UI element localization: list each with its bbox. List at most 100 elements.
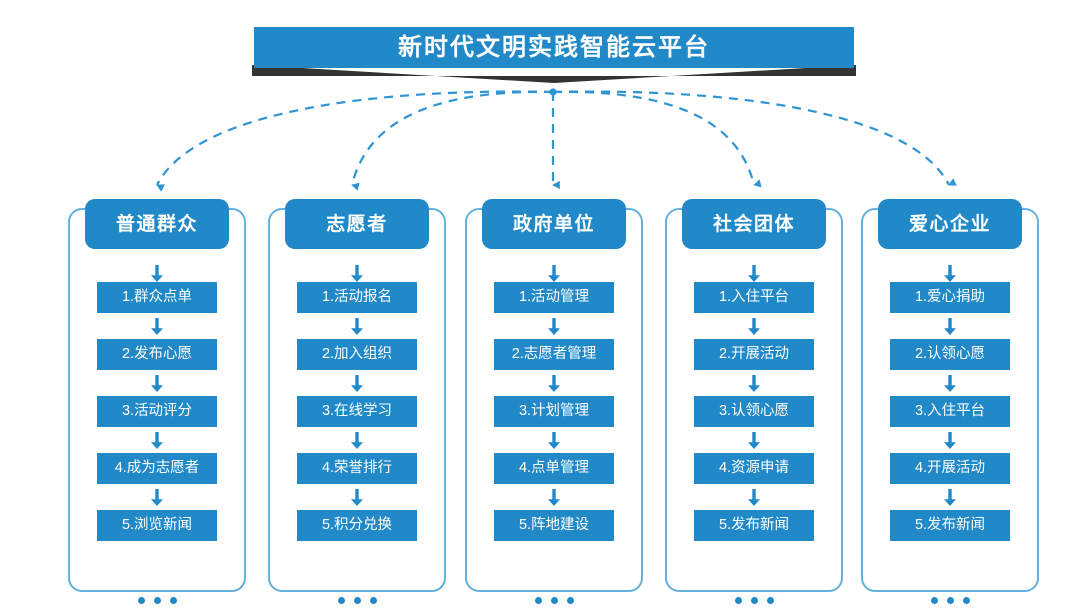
more-items-ellipsis	[465, 597, 643, 604]
step-box[interactable]: 2.志愿者管理	[494, 339, 614, 370]
ellipsis-dot	[734, 597, 742, 604]
step-box[interactable]: 3.在线学习	[297, 396, 417, 427]
ellipsis-dot	[369, 597, 377, 604]
banner-ribbon-shadow	[252, 65, 856, 83]
step-box[interactable]: 2.发布心愿	[97, 339, 217, 370]
ellipsis-dot	[566, 597, 574, 604]
step-label: 3.在线学习	[321, 403, 393, 420]
arrow-down-icon	[548, 265, 560, 282]
arrow-down-icon	[548, 318, 560, 335]
step-box[interactable]: 4.点单管理	[494, 453, 614, 484]
arrow-down-icon	[748, 489, 760, 506]
step-label: 2.加入组织	[321, 346, 393, 363]
step-box[interactable]: 1.爱心捐助	[890, 282, 1010, 313]
step-box[interactable]: 4.荣誉排行	[297, 453, 417, 484]
arrow-down-icon	[151, 265, 163, 282]
step-box[interactable]: 1.入住平台	[694, 282, 814, 313]
step-box[interactable]: 3.认领心愿	[694, 396, 814, 427]
step-label: 5.浏览新闻	[121, 517, 193, 534]
step-label: 2.志愿者管理	[511, 346, 597, 363]
more-items-ellipsis	[268, 597, 446, 604]
more-items-ellipsis	[68, 597, 246, 604]
step-box[interactable]: 4.成为志愿者	[97, 453, 217, 484]
arrow-down-icon	[351, 489, 363, 506]
column-header-3[interactable]: 政府单位	[482, 199, 626, 249]
step-label: 1.爱心捐助	[914, 289, 986, 306]
step-label: 5.积分兑换	[321, 517, 393, 534]
role-column-社会团体: 社会团体 1.入住平台 2.开展活动 3.认领心	[665, 199, 843, 604]
arrow-down-icon	[351, 375, 363, 392]
step-box[interactable]: 5.发布新闻	[694, 510, 814, 541]
arrow-down-icon	[944, 265, 956, 282]
step-box[interactable]: 2.认领心愿	[890, 339, 1010, 370]
ellipsis-dot	[946, 597, 954, 604]
column-steps: 1.群众点单 2.发布心愿 3.活动评分 4.成为志愿者	[68, 249, 246, 604]
column-header-4[interactable]: 社会团体	[682, 199, 826, 249]
platform-title-bar: 新时代文明实践智能云平台	[254, 27, 854, 68]
arrow-down-icon	[748, 318, 760, 335]
step-label: 5.阵地建设	[518, 517, 590, 534]
step-box[interactable]: 1.群众点单	[97, 282, 217, 313]
ellipsis-dot	[534, 597, 542, 604]
column-header-label: 爱心企业	[908, 213, 991, 235]
step-label: 5.发布新闻	[914, 517, 986, 534]
ellipsis-dot	[137, 597, 145, 604]
step-label: 5.发布新闻	[718, 517, 790, 534]
step-box[interactable]: 3.入住平台	[890, 396, 1010, 427]
step-box[interactable]: 2.加入组织	[297, 339, 417, 370]
ellipsis-dot	[750, 597, 758, 604]
arrow-down-icon	[748, 375, 760, 392]
step-box[interactable]: 5.阵地建设	[494, 510, 614, 541]
step-label: 4.资源申请	[718, 460, 790, 477]
step-box[interactable]: 4.开展活动	[890, 453, 1010, 484]
step-label: 2.认领心愿	[914, 346, 986, 363]
step-box[interactable]: 5.浏览新闻	[97, 510, 217, 541]
column-header-1[interactable]: 普通群众	[85, 199, 229, 249]
step-box[interactable]: 3.活动评分	[97, 396, 217, 427]
step-label: 1.活动管理	[518, 289, 590, 306]
arrow-down-icon	[944, 318, 956, 335]
step-box[interactable]: 4.资源申请	[694, 453, 814, 484]
ellipsis-dot	[153, 597, 161, 604]
step-label: 4.开展活动	[914, 460, 986, 477]
step-label: 1.入住平台	[718, 289, 790, 306]
role-column-政府单位: 政府单位 1.活动管理 2.志愿者管理 3.计划	[465, 199, 643, 604]
step-box[interactable]: 2.开展活动	[694, 339, 814, 370]
step-box[interactable]: 5.积分兑换	[297, 510, 417, 541]
arrow-down-icon	[351, 318, 363, 335]
column-header-5[interactable]: 爱心企业	[878, 199, 1022, 249]
column-header-label: 政府单位	[512, 213, 595, 235]
ellipsis-dot	[930, 597, 938, 604]
step-box[interactable]: 5.发布新闻	[890, 510, 1010, 541]
arrow-down-icon	[748, 265, 760, 282]
arrow-down-icon	[548, 489, 560, 506]
column-steps: 1.活动报名 2.加入组织 3.在线学习 4.荣誉排行	[268, 249, 446, 604]
arrow-down-icon	[548, 375, 560, 392]
step-box[interactable]: 1.活动管理	[494, 282, 614, 313]
step-label: 2.发布心愿	[121, 346, 193, 363]
ellipsis-dot	[962, 597, 970, 604]
ellipsis-dot	[337, 597, 345, 604]
arrow-down-icon	[151, 318, 163, 335]
step-label: 3.计划管理	[518, 403, 590, 420]
arrow-down-icon	[351, 432, 363, 449]
ellipsis-dot	[550, 597, 558, 604]
step-box[interactable]: 3.计划管理	[494, 396, 614, 427]
more-items-ellipsis	[665, 597, 843, 604]
ellipsis-dot	[766, 597, 774, 604]
column-header-2[interactable]: 志愿者	[285, 199, 429, 249]
step-box[interactable]: 1.活动报名	[297, 282, 417, 313]
role-column-爱心企业: 爱心企业 1.爱心捐助 2.认领心愿 3.入住平	[861, 199, 1039, 604]
step-label: 4.荣誉排行	[321, 460, 393, 477]
column-steps: 1.入住平台 2.开展活动 3.认领心愿 4.资源申请	[665, 249, 843, 604]
ellipsis-dot	[169, 597, 177, 604]
arrow-down-icon	[151, 375, 163, 392]
step-label: 4.成为志愿者	[114, 460, 200, 477]
ellipsis-dot	[353, 597, 361, 604]
step-label: 1.群众点单	[121, 289, 193, 306]
arrow-down-icon	[944, 489, 956, 506]
platform-title-text: 新时代文明实践智能云平台	[398, 33, 710, 61]
role-column-普通群众: 普通群众 1.群众点单 2.发布心愿 3.活动评	[68, 199, 246, 604]
